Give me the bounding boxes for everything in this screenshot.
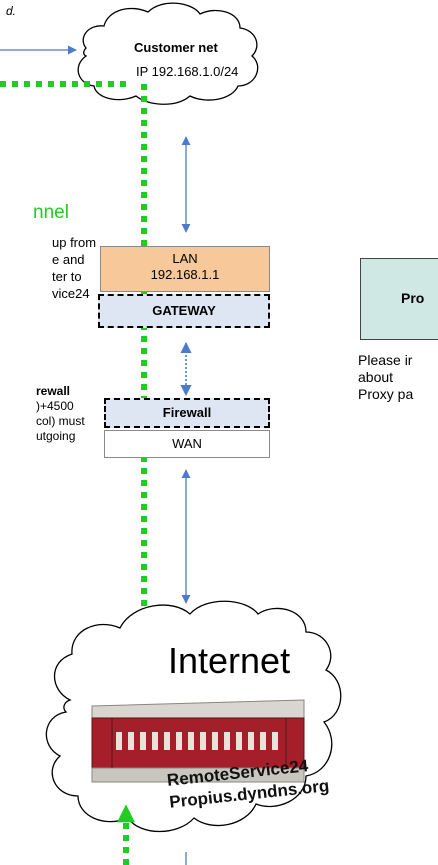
customer-net-title: Customer net	[134, 40, 218, 55]
tunnel-line: vice24	[52, 286, 90, 301]
lan-box: LAN 192.168.1.1	[100, 246, 270, 292]
customer-net-cloud	[77, 2, 259, 105]
firewall-note-line: col) must	[36, 414, 85, 428]
gateway-box: GATEWAY	[98, 294, 270, 328]
proxy-note: Please ir about Proxy pa	[358, 352, 413, 403]
proxy-note-line: about	[358, 369, 394, 385]
tunnel-line: ter to	[52, 269, 82, 284]
proxy-box: Pro	[360, 258, 438, 340]
wan-box: WAN	[104, 430, 270, 458]
firewall-box: Firewall	[104, 398, 270, 428]
firewall-note-line: )+4500	[36, 399, 74, 413]
firewall-note-title: rewall	[36, 384, 71, 398]
cut-off-text: d.	[6, 4, 17, 18]
proxy-note-line: Please ir	[358, 352, 413, 368]
proxy-note-line: Proxy pa	[358, 386, 414, 402]
tunnel-line: e and	[52, 252, 85, 267]
customer-net-ip: IP 192.168.1.0/24	[136, 64, 239, 79]
firewall-note-line: utgoing	[36, 429, 76, 443]
lan-label: LAN	[172, 251, 198, 266]
remoteservice24-server	[91, 699, 305, 783]
tunnel-description: up from e and ter to vice24	[52, 234, 96, 302]
tunnel-line: up from	[52, 235, 97, 250]
firewall-note: rewall )+4500 col) must utgoing	[36, 384, 85, 444]
lan-ip: 192.168.1.1	[150, 267, 220, 282]
internet-label: Internet	[168, 640, 291, 681]
tunnel-title: nnel	[33, 202, 69, 223]
